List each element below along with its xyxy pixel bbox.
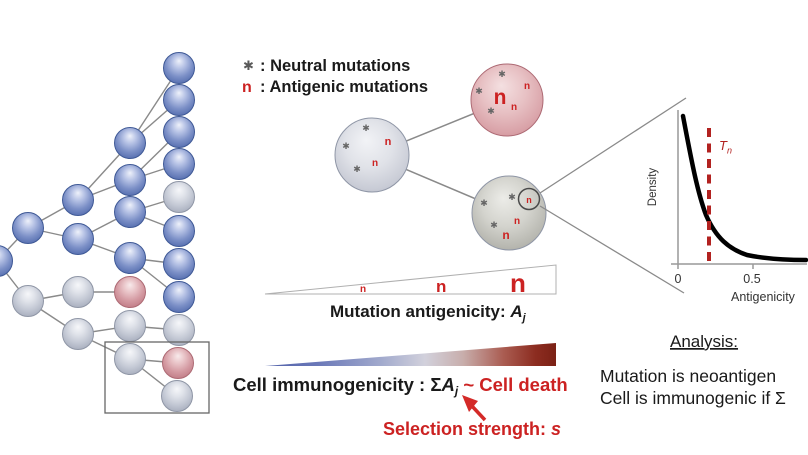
- plot-ylabel: Density: [647, 168, 659, 207]
- tree-node: [161, 380, 193, 412]
- analysis-line-1: Mutation is neoantigen: [600, 366, 776, 386]
- tree-node: [62, 184, 94, 216]
- antigenic-mutation-mark: n: [494, 86, 507, 109]
- tree-node: [12, 285, 44, 317]
- antigenic-mutation-mark: n: [511, 102, 517, 113]
- antigenic-mutation-mark: n: [526, 195, 532, 205]
- large-n: n: [510, 268, 526, 298]
- tree-node: [163, 281, 195, 313]
- neutral-mutation-mark: ✱: [475, 86, 483, 96]
- neutral-mutation-mark: ✱: [487, 106, 495, 116]
- tree-node: [163, 314, 195, 346]
- legend: ✱ : Neutral mutations n : Antigenic muta…: [242, 57, 428, 96]
- selection-strength-label: Selection strength: s: [383, 419, 561, 439]
- cell-pink: [470, 63, 544, 137]
- legend-antigenic-label: : Antigenic mutations: [260, 78, 428, 96]
- clone-selection-box: [104, 341, 210, 414]
- analysis-title: Analysis:: [670, 332, 738, 351]
- tree-node: [62, 276, 94, 308]
- density-curve: [680, 113, 808, 263]
- threshold-label: Tn: [719, 138, 732, 156]
- density-plot: Tn Density 0 0.5 Antigenicity: [647, 110, 808, 304]
- neutral-mutation-mark: ✱: [508, 192, 516, 202]
- x-tick-05: 0.5: [743, 272, 760, 286]
- x-tick-0: 0: [675, 272, 682, 286]
- tree-node: [114, 310, 146, 342]
- neutral-mutation-icon: ✱: [243, 58, 254, 73]
- immunogenicity-scale: Cell immunogenicity : ΣAj ~ Cell death S…: [233, 343, 568, 439]
- tree-node: [114, 276, 146, 308]
- tree-node: [163, 181, 195, 213]
- neutral-mutation-mark: ✱: [362, 123, 370, 133]
- cell-lightgray: [334, 117, 410, 193]
- tree-node: [114, 196, 146, 228]
- antigenicity-scale: n n n Mutation antigenicity: Aj: [264, 264, 557, 324]
- tree-node: [163, 84, 195, 116]
- magnifier-circle-icon: [517, 187, 541, 211]
- tree-node: [0, 245, 13, 277]
- magnifier-fan-lines: [539, 97, 687, 294]
- antigenic-mutation-mark: n: [514, 216, 520, 227]
- tree-node: [163, 148, 195, 180]
- tree-node: [114, 343, 146, 375]
- antigenic-mutation-mark: n: [372, 158, 378, 169]
- tree-node: [114, 164, 146, 196]
- neutral-mutation-mark: ✱: [353, 164, 361, 174]
- fan-line: [539, 97, 687, 194]
- neutral-mutation-mark: ✱: [342, 141, 350, 151]
- neutral-mutation-mark: ✱: [490, 220, 498, 230]
- tree-node: [162, 347, 194, 379]
- antigenicity-triangle: [264, 264, 557, 295]
- tree-node: [62, 318, 94, 350]
- tree-node: [114, 242, 146, 274]
- antigenic-mutation-icon: n: [242, 79, 252, 96]
- selection-arrow-shaft: [469, 403, 487, 422]
- neutral-mutation-mark: ✱: [498, 69, 506, 79]
- tree-node: [12, 212, 44, 244]
- analysis-block: Analysis: Mutation is neoantigen Cell is…: [600, 332, 786, 408]
- antigenicity-label: Mutation antigenicity: Aj: [330, 302, 527, 324]
- medium-n: n: [436, 277, 446, 296]
- antigenic-mutation-mark: n: [385, 136, 392, 148]
- antigenic-mutation-mark: n: [524, 81, 530, 92]
- selection-arrow-head-icon: [462, 395, 478, 412]
- immunogenicity-label: Cell immunogenicity : ΣAj ~ Cell death: [233, 374, 568, 398]
- immunogenicity-gradient-triangle: [265, 343, 556, 366]
- plot-xlabel: Antigenicity: [731, 290, 796, 304]
- analysis-line-2: Cell is immunogenic if Σ: [600, 388, 786, 408]
- small-n: n: [360, 284, 366, 295]
- tree-node: [163, 116, 195, 148]
- tree-node: [114, 127, 146, 159]
- tree-node: [163, 248, 195, 280]
- cell-darkgray: [471, 175, 547, 251]
- tree-node: [163, 215, 195, 247]
- antigenic-mutation-mark: n: [502, 228, 509, 242]
- fan-line: [539, 205, 685, 294]
- legend-neutral-label: : Neutral mutations: [260, 57, 410, 75]
- tree-nodes: [0, 52, 195, 412]
- tree-node: [163, 52, 195, 84]
- tree-node: [62, 223, 94, 255]
- x-axis-ticks: [677, 264, 754, 269]
- neutral-mutation-mark: ✱: [480, 198, 488, 208]
